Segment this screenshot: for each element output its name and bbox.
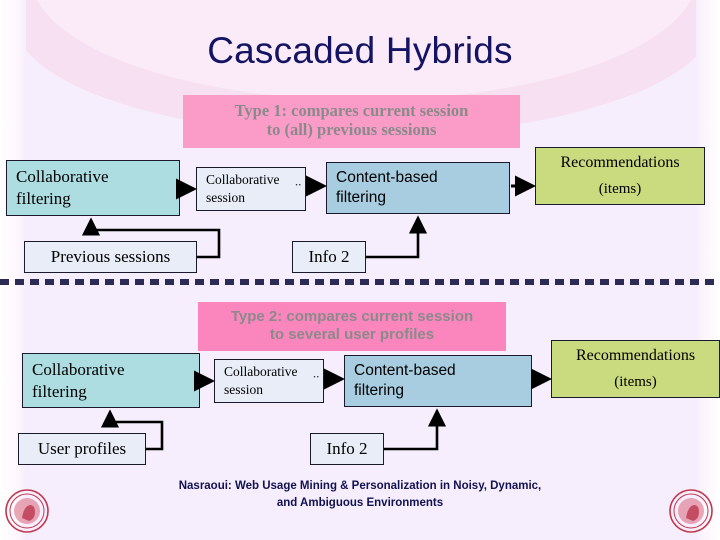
footer-line1: Nasraoui: Web Usage Mining & Personaliza…: [178, 480, 542, 492]
type2-content-based-filtering-box[interactable]: Content-based filtering: [344, 355, 532, 407]
type1-cs-label-line1: Collaborative: [206, 172, 280, 188]
type2-info2-label: Info 2: [326, 439, 368, 459]
type1-recommendations-label: Recommendations: [560, 154, 680, 171]
university-seal-icon-left: [5, 489, 49, 533]
footer-line2: and Ambiguous Environments: [276, 496, 444, 509]
type1-previous-sessions-label: Previous sessions: [50, 247, 171, 267]
type1-info2-label: Info 2: [308, 247, 350, 267]
type1-banner: Type 1: compares current session to (all…: [183, 95, 520, 148]
type2-info2-box[interactable]: Info 2: [310, 433, 384, 465]
type1-content-based-filtering-box[interactable]: Content-based filtering: [326, 162, 510, 214]
type1-cbf-label-line2: filtering: [336, 189, 386, 206]
type2-cs-label-line1: Collaborative: [224, 364, 298, 380]
type1-recommendations-items: (items): [598, 181, 642, 197]
type2-user-profiles-label: User profiles: [37, 439, 127, 459]
university-seal-icon-right: [669, 489, 713, 533]
type2-session-dash-icon: ··: [312, 369, 320, 384]
right-edge-gradient: [696, 0, 720, 540]
type1-cbf-label-line1: Content-based: [336, 168, 438, 186]
type2-banner-line1: Type 2: compares current session: [230, 308, 474, 325]
page-title: Cascaded Hybrids: [207, 30, 513, 71]
footer-credit: Nasraoui: Web Usage Mining & Personaliza…: [90, 478, 630, 511]
type2-recommendations-label: Recommendations: [575, 347, 696, 364]
type2-collaborative-filtering-box[interactable]: Collaborative filtering: [22, 353, 200, 408]
type1-cf-label-line2: filtering: [16, 189, 71, 208]
type2-cs-label-line2: session: [224, 382, 264, 397]
type1-collaborative-filtering-box[interactable]: Collaborative filtering: [6, 160, 180, 216]
type2-cf-label-line2: filtering: [32, 381, 87, 401]
type1-info2-box[interactable]: Info 2: [292, 241, 366, 273]
type1-banner-line2: to (all) previous sessions: [266, 120, 437, 140]
type2-collaborative-session-box[interactable]: Collaborative session ··: [214, 359, 324, 403]
type1-cs-label-line2: session: [206, 190, 246, 205]
type2-user-profiles-box[interactable]: User profiles: [18, 433, 146, 465]
type1-session-dash-icon: ··: [294, 177, 302, 192]
type2-banner: Type 2: compares current session to seve…: [198, 302, 506, 352]
type1-cf-label-line1: Collaborative: [16, 167, 109, 187]
type1-previous-sessions-box[interactable]: Previous sessions: [24, 241, 197, 273]
type1-recommendations-box[interactable]: Recommendations (items): [535, 147, 705, 205]
type2-recommendations-items: (items): [614, 374, 657, 390]
type2-recommendations-box[interactable]: Recommendations (items): [551, 340, 720, 398]
type1-banner-line1: Type 1: compares current session: [234, 101, 469, 120]
type2-cf-label-line1: Collaborative: [32, 359, 125, 379]
type2-banner-line2: to several user profiles: [269, 325, 435, 343]
type2-cbf-label-line1: Content-based: [354, 361, 456, 379]
type1-collaborative-session-box[interactable]: Collaborative session ··: [196, 167, 306, 211]
type2-cbf-label-line2: filtering: [354, 382, 404, 399]
section-divider: [0, 279, 720, 285]
